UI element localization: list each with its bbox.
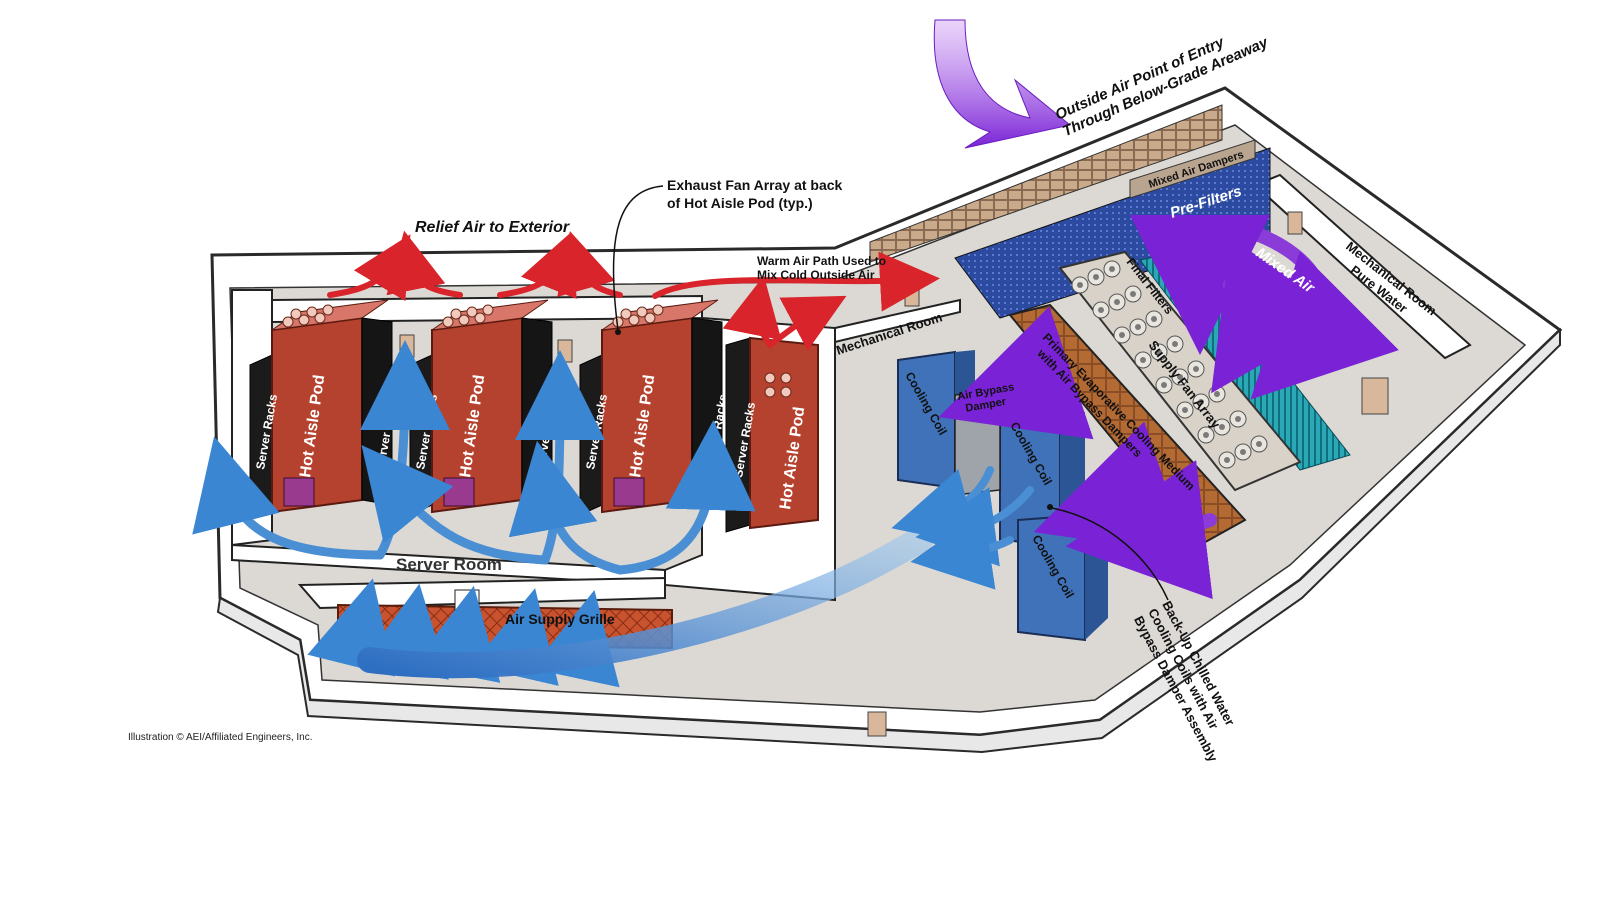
fan-icon (322, 304, 334, 316)
mixed-air-dampers (1129, 139, 1256, 199)
outside-air-louvers (869, 104, 1223, 263)
coil-discharge-arrows (891, 466, 1034, 590)
server-room-label: Server Room (396, 555, 502, 574)
fan-hub (1177, 374, 1183, 380)
door-icon (1361, 377, 1389, 415)
fan-icon (314, 312, 326, 324)
arrow-icon (508, 440, 625, 575)
fan-icon (450, 308, 462, 320)
fan-hub (1151, 316, 1157, 322)
outside-air-arrow (933, 19, 1072, 149)
pod-door (443, 477, 475, 507)
relief-air-label: Relief Air to Exterior (415, 219, 570, 236)
arrow-icon (615, 420, 756, 575)
fan-icon (644, 312, 656, 324)
fan-icon (466, 306, 478, 318)
fan-icon (780, 386, 792, 398)
fan-icon (290, 308, 302, 320)
fan-hub (1130, 291, 1136, 297)
fan-hub (1119, 332, 1125, 338)
supply-air-sweep (357, 527, 933, 679)
door-icon (867, 711, 887, 737)
exhaust-fan-label: Exhaust Fan Array at back (667, 177, 843, 193)
warm-air-label-line2: Mix Cold Outside Air (757, 268, 875, 282)
fan-icon (306, 306, 318, 318)
fan-hub (1172, 341, 1178, 347)
pod-door (613, 477, 645, 507)
warm-airflow-arrows (327, 230, 940, 351)
door-icon (399, 334, 415, 358)
arrow-icon (361, 445, 550, 565)
leader-line-backup (1051, 507, 1169, 601)
exhaust-fan-label-line2: of Hot Aisle Pod (typ.) (667, 195, 813, 211)
fan-hub (1161, 382, 1167, 388)
leader-line-exhaust (612, 185, 664, 331)
door-icon (1287, 211, 1303, 235)
fan-icon (458, 314, 470, 326)
fan-hub (1098, 307, 1104, 313)
pod-door (283, 477, 315, 507)
fan-icon (482, 304, 494, 316)
fan-hub (1077, 282, 1083, 288)
cold-airflow-arrows (192, 340, 756, 688)
fan-icon (282, 316, 294, 328)
fan-icon (442, 316, 454, 328)
fan-hub (1235, 416, 1241, 422)
fan-hub (1203, 432, 1209, 438)
illustration-credit: Illustration © AEI/Affiliated Engineers,… (128, 732, 313, 743)
fan-icon (780, 372, 792, 384)
fan-icon (764, 372, 776, 384)
fan-hub (1182, 407, 1188, 413)
fan-icon (652, 304, 664, 316)
fan-hub (1109, 266, 1115, 272)
fan-hub (1240, 449, 1246, 455)
mixed-airflow-arrows (938, 214, 1399, 600)
fan-hub (1140, 357, 1146, 363)
fan-icon (764, 386, 776, 398)
fan-hub (1135, 324, 1141, 330)
fan-icon (474, 312, 486, 324)
fan-hub (1214, 391, 1220, 397)
fan-hub (1198, 399, 1204, 405)
fan-hub (1114, 299, 1120, 305)
fan-icon (628, 314, 640, 326)
fan-icon (620, 308, 632, 320)
air-supply-grille-label: Air Supply Grille (505, 611, 615, 627)
fan-hub (1256, 441, 1262, 447)
fan-hub (1193, 366, 1199, 372)
fan-icon (636, 306, 648, 318)
warm-air-label: Warm Air Path Used to (757, 254, 886, 268)
fan-icon (298, 314, 310, 326)
door-icon (557, 339, 573, 363)
arrow-icon (192, 436, 385, 560)
fan-hub (1219, 424, 1225, 430)
fan-hub (1093, 274, 1099, 280)
door-icon (904, 287, 920, 307)
fan-hub (1224, 457, 1230, 463)
